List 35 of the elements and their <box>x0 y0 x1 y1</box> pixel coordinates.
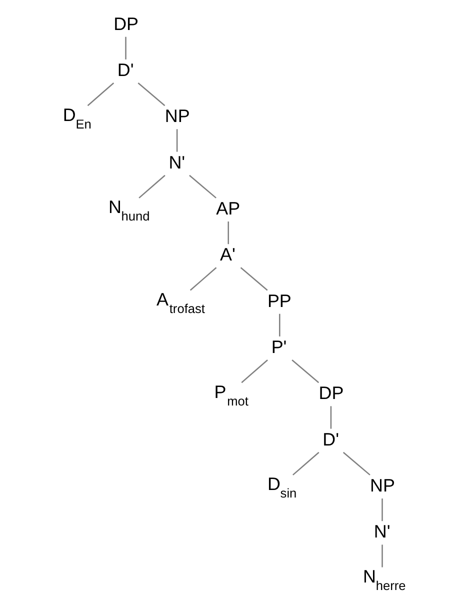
connector <box>241 360 268 384</box>
connector <box>189 174 216 198</box>
node-text: D' <box>117 60 134 80</box>
node-text: P' <box>271 336 287 357</box>
node-text: N$_{hund}$ <box>108 197 150 224</box>
node-text: D' <box>322 429 340 450</box>
node-text: A' <box>220 244 236 265</box>
node-text: P$_{mot}$ <box>214 382 248 408</box>
node-text: NP <box>164 106 190 126</box>
node-text: D$_{sin}$ <box>267 474 297 501</box>
node-text: DP <box>114 14 139 34</box>
node-text: N' <box>168 152 186 172</box>
node-text: DP <box>318 383 344 404</box>
node-text: N$_{herre}$ <box>363 566 406 593</box>
connector <box>176 129 178 152</box>
connector <box>279 314 280 336</box>
node-text: AP <box>216 198 240 218</box>
node-text: PP <box>267 290 292 311</box>
connector <box>342 452 370 476</box>
connector <box>330 406 332 429</box>
connector <box>125 36 126 60</box>
connector <box>138 174 166 198</box>
node-text: N' <box>374 522 390 542</box>
connector <box>292 452 320 476</box>
connector <box>382 544 383 568</box>
connector <box>382 498 383 522</box>
connector <box>138 82 166 106</box>
connector <box>240 267 268 291</box>
connector <box>190 267 217 291</box>
node-text: NP <box>370 475 395 496</box>
node-text: D$_{En}$ <box>62 104 92 132</box>
connector <box>228 222 229 244</box>
connector <box>87 82 114 106</box>
connector <box>292 360 320 384</box>
node-text: A$_{trofast}$ <box>156 289 205 316</box>
